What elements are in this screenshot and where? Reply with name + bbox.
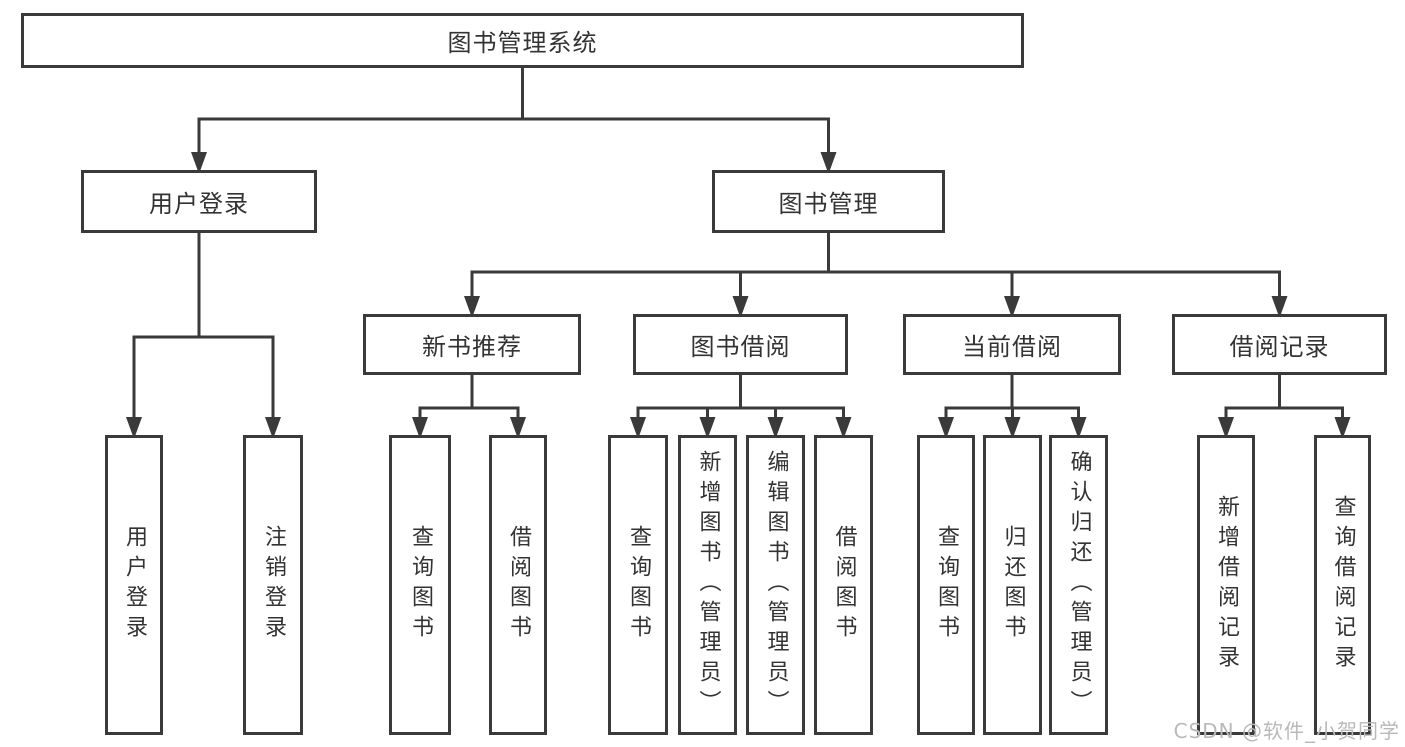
arrowhead-login — [126, 417, 142, 439]
node-label-borrow-records: 借阅记录 — [1229, 333, 1330, 361]
node-cb-confirm: 确认归还（管理员） — [1049, 435, 1108, 735]
node-bb-borrow: 借阅图书 — [814, 435, 873, 735]
arrowhead-bb-borrow — [835, 417, 852, 439]
node-label-logout: 注销登录 — [261, 525, 286, 645]
node-label-system: 图书管理系统 — [447, 29, 598, 57]
arrowhead-book-borrow — [732, 296, 749, 318]
node-label-bb-query: 查询图书 — [626, 525, 651, 645]
arrowhead-nbr-query — [412, 417, 428, 439]
node-book-borrow: 图书借阅 — [633, 314, 848, 375]
node-label-bb-borrow: 借阅图书 — [831, 525, 857, 645]
node-br-query: 查询借阅记录 — [1314, 435, 1371, 735]
node-new-book-rec: 新书推荐 — [363, 314, 581, 375]
node-current-borrow: 当前借阅 — [903, 314, 1121, 375]
node-label-bb-add: 新增图书（管理员） — [695, 450, 721, 720]
arrowhead-new-book-rec — [464, 296, 480, 318]
node-label-nbr-borrow: 借阅图书 — [506, 525, 531, 645]
arrowhead-br-query — [1334, 417, 1351, 439]
node-cb-return: 归还图书 — [983, 435, 1042, 735]
node-label-new-book-rec: 新书推荐 — [422, 333, 522, 361]
node-logout: 注销登录 — [243, 435, 303, 735]
node-label-cb-return: 归还图书 — [1000, 525, 1026, 645]
node-label-cb-confirm: 确认归还（管理员） — [1066, 450, 1092, 720]
arrowhead-user-login — [191, 152, 207, 174]
node-nbr-query: 查询图书 — [389, 435, 451, 735]
arrowhead-br-add — [1218, 417, 1234, 439]
node-label-current-borrow: 当前借阅 — [962, 333, 1062, 361]
node-label-cb-query: 查询图书 — [934, 525, 959, 645]
arrowhead-cb-return — [1004, 417, 1021, 439]
arrowhead-book-mgmt — [820, 152, 837, 174]
node-borrow-records: 借阅记录 — [1172, 314, 1387, 375]
arrowhead-current-borrow — [1004, 296, 1020, 318]
node-system: 图书管理系统 — [21, 13, 1024, 68]
node-label-nbr-query: 查询图书 — [408, 525, 433, 645]
node-user-login: 用户登录 — [81, 170, 317, 233]
node-label-bb-edit: 编辑图书（管理员） — [763, 450, 789, 720]
arrowhead-borrow-records — [1271, 296, 1288, 318]
node-label-login: 用户登录 — [122, 525, 147, 645]
node-cb-query: 查询图书 — [917, 435, 975, 735]
arrowhead-nbr-borrow — [510, 417, 526, 439]
node-label-user-login: 用户登录 — [149, 190, 249, 218]
node-nbr-borrow: 借阅图书 — [489, 435, 547, 735]
arrowhead-cb-confirm — [1070, 417, 1087, 439]
arrowhead-bb-edit — [767, 417, 784, 439]
node-login: 用户登录 — [105, 435, 163, 735]
node-label-br-query: 查询借阅记录 — [1330, 495, 1356, 675]
arrowhead-bb-query — [630, 417, 646, 439]
node-bb-query: 查询图书 — [608, 435, 668, 735]
arrowhead-cb-query — [938, 417, 954, 439]
csdn-watermark: CSDN @软件_小贺同学 — [1173, 719, 1400, 743]
node-bb-add: 新增图书（管理员） — [678, 435, 737, 735]
arrowhead-logout — [265, 417, 281, 439]
node-bb-edit: 编辑图书（管理员） — [746, 435, 805, 735]
node-label-book-borrow: 图书借阅 — [690, 333, 791, 361]
node-label-book-mgmt: 图书管理 — [778, 190, 879, 218]
node-book-mgmt: 图书管理 — [712, 170, 945, 233]
node-label-br-add: 新增借阅记录 — [1214, 495, 1239, 675]
node-br-add: 新增借阅记录 — [1197, 435, 1255, 735]
arrowhead-bb-add — [699, 417, 716, 439]
